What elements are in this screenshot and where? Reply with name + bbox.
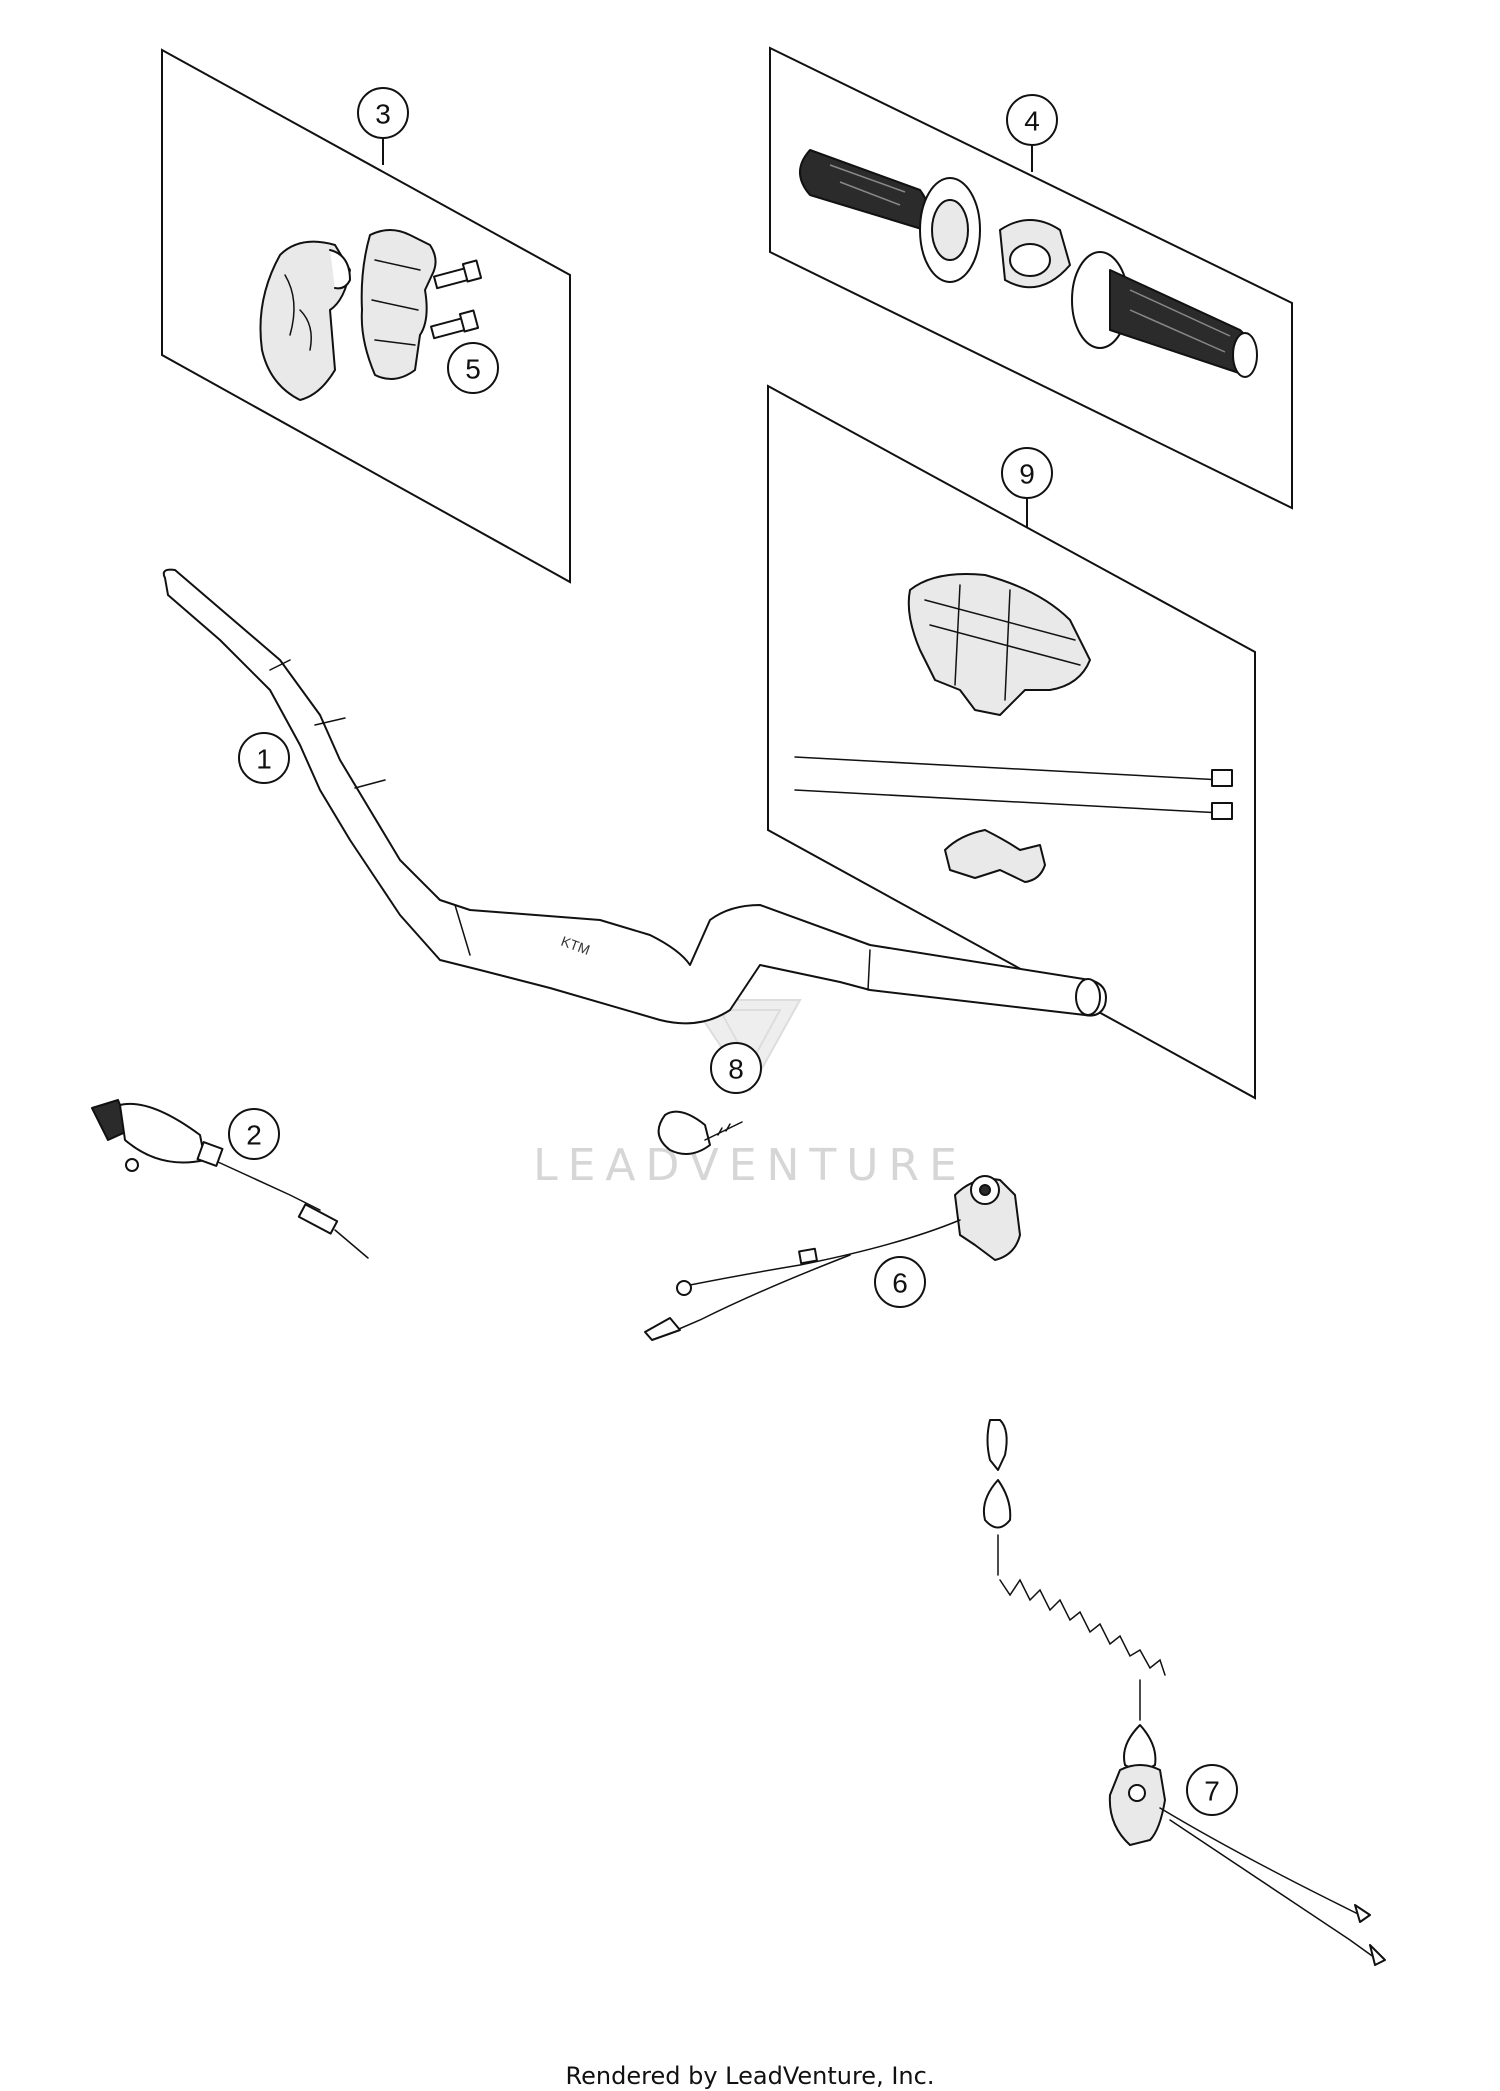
callout-8-label: 8 bbox=[728, 1054, 744, 1085]
panel-3: 3 5 bbox=[161, 48, 571, 584]
callout-1-label: 1 bbox=[256, 744, 272, 775]
watermark: LEADVENTURE bbox=[533, 999, 967, 1191]
cable-clip bbox=[657, 1110, 743, 1155]
callout-8: 8 bbox=[710, 1042, 762, 1094]
cable-ties bbox=[794, 756, 1233, 820]
callout-6-label: 6 bbox=[892, 1268, 908, 1299]
callout-5: 5 bbox=[447, 342, 499, 394]
callout-9: 9 bbox=[1001, 447, 1053, 499]
clamp-housing bbox=[259, 240, 351, 401]
left-grip bbox=[799, 149, 981, 283]
callout-4: 4 bbox=[1006, 94, 1058, 146]
right-grip bbox=[1071, 251, 1258, 378]
panel-9-frame bbox=[767, 384, 1256, 1100]
kill-switch bbox=[644, 1175, 1021, 1341]
callout-2-label: 2 bbox=[246, 1120, 262, 1151]
callout-7-label: 7 bbox=[1204, 1776, 1220, 1807]
bar-pad bbox=[907, 573, 1091, 716]
callout-1: 1 bbox=[238, 732, 290, 784]
callout-4-label: 4 bbox=[1024, 106, 1040, 137]
bar-pad-clip bbox=[944, 829, 1046, 883]
callout-3: 3 bbox=[357, 87, 409, 139]
handlebar: KTM bbox=[162, 568, 1107, 1025]
throttle-cable bbox=[91, 1099, 369, 1259]
callout-7: 7 bbox=[1186, 1764, 1238, 1816]
tether-kill-switch bbox=[982, 1419, 1386, 1966]
clamp-half bbox=[360, 229, 437, 380]
footer-credit: Rendered by LeadVenture, Inc. bbox=[565, 2062, 935, 2090]
bolts-5 bbox=[430, 259, 483, 340]
panel-4: 4 bbox=[769, 46, 1293, 510]
callout-6: 6 bbox=[874, 1256, 926, 1308]
panel-9: 9 bbox=[767, 384, 1256, 1100]
callout-5-label: 5 bbox=[465, 354, 481, 385]
callout-9-label: 9 bbox=[1019, 459, 1035, 490]
callout-3-label: 3 bbox=[375, 99, 391, 130]
callout-2: 2 bbox=[228, 1108, 280, 1160]
watermark-text: LEADVENTURE bbox=[533, 1140, 967, 1191]
throttle-cam bbox=[999, 219, 1071, 289]
